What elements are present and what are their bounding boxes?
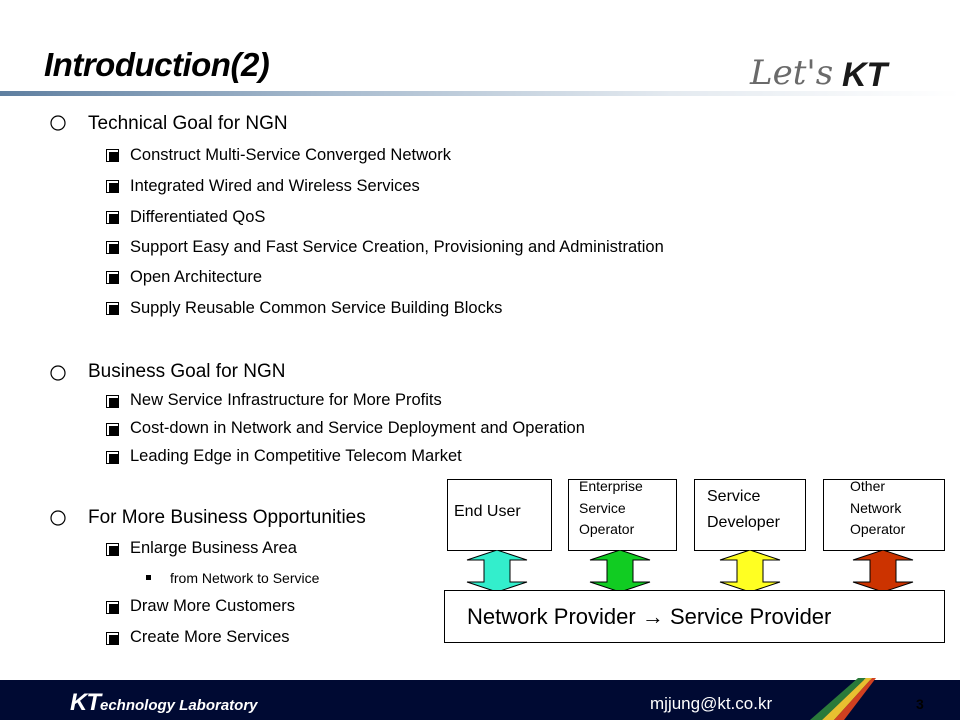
list-item: Create More Services — [130, 628, 290, 646]
section-heading: For More Business Opportunities — [88, 507, 366, 528]
square-bullet-icon — [106, 302, 119, 315]
footer-email: mjjung@kt.co.kr — [650, 694, 773, 713]
square-bullet-icon — [106, 180, 119, 193]
square-bullet-icon — [106, 451, 119, 464]
logo-mark: KT — [842, 56, 891, 94]
list-item: Construct Multi-Service Converged Networ… — [130, 146, 451, 164]
square-bullet-icon — [106, 149, 119, 162]
circle-bullet-icon — [50, 365, 66, 381]
list-item: Draw More Customers — [130, 597, 296, 615]
footer-brand: KTechnology Laboratory — [70, 689, 258, 716]
footer-bar — [0, 680, 960, 720]
list-item: Support Easy and Fast Service Creation, … — [130, 238, 664, 256]
square-bullet-icon — [106, 423, 119, 436]
right-arrow-icon: → — [641, 604, 664, 629]
box-label: Service Developer — [707, 488, 780, 531]
double-arrow-icon — [719, 550, 781, 592]
small-square-bullet-icon — [146, 575, 151, 580]
list-item: New Service Infrastructure for More Prof… — [130, 391, 442, 409]
list-item: Cost-down in Network and Service Deploym… — [130, 419, 585, 437]
other-network-operator-box: Other Network Operator — [823, 478, 945, 551]
box-label: Enterprise Service Operator — [579, 478, 643, 538]
kt-mark: KT — [70, 689, 101, 716]
sub-list-item: from Network to Service — [170, 570, 320, 586]
box-label: End User — [454, 503, 521, 520]
square-bullet-icon — [106, 601, 119, 614]
section-heading: Technical Goal for NGN — [88, 113, 288, 134]
slide-title: Introduction(2) — [44, 46, 270, 83]
footer-streak-icon — [810, 678, 876, 720]
circle-bullet-icon — [50, 510, 66, 526]
enterprise-service-operator-box: Enterprise Service Operator — [568, 478, 677, 551]
double-arrow-icon — [852, 550, 914, 592]
title-rule — [0, 91, 960, 96]
double-arrows — [466, 550, 914, 592]
list-item: Enlarge Business Area — [130, 539, 297, 557]
list-item: Supply Reusable Common Service Building … — [130, 299, 503, 317]
square-bullet-icon — [106, 632, 119, 645]
list-item: Open Architecture — [130, 268, 263, 286]
square-bullet-icon — [106, 271, 119, 284]
lets-kt-logo: Let's KT — [749, 53, 891, 94]
network-provider-box: Network Provider → Service Provider — [444, 590, 945, 643]
section-heading: Business Goal for NGN — [88, 361, 286, 382]
page-number: 3 — [916, 696, 924, 712]
square-bullet-icon — [106, 543, 119, 556]
square-bullet-icon — [106, 211, 119, 224]
end-user-box: End User — [447, 479, 552, 551]
circle-bullet-icon — [50, 115, 66, 131]
double-arrow-icon — [589, 550, 651, 592]
box-label: Other Network Operator — [850, 478, 906, 538]
service-developer-box: Service Developer — [694, 479, 806, 551]
square-bullet-icon — [106, 241, 119, 254]
list-item: Integrated Wired and Wireless Services — [130, 177, 420, 195]
square-bullet-icon — [106, 395, 119, 408]
double-arrow-icon — [466, 550, 528, 592]
list-item: Differentiated QoS — [130, 208, 266, 226]
list-item: Leading Edge in Competitive Telecom Mark… — [130, 447, 462, 465]
logo-script: Let's — [749, 53, 833, 93]
provider-label: Network Provider → Service Provider — [467, 604, 832, 629]
